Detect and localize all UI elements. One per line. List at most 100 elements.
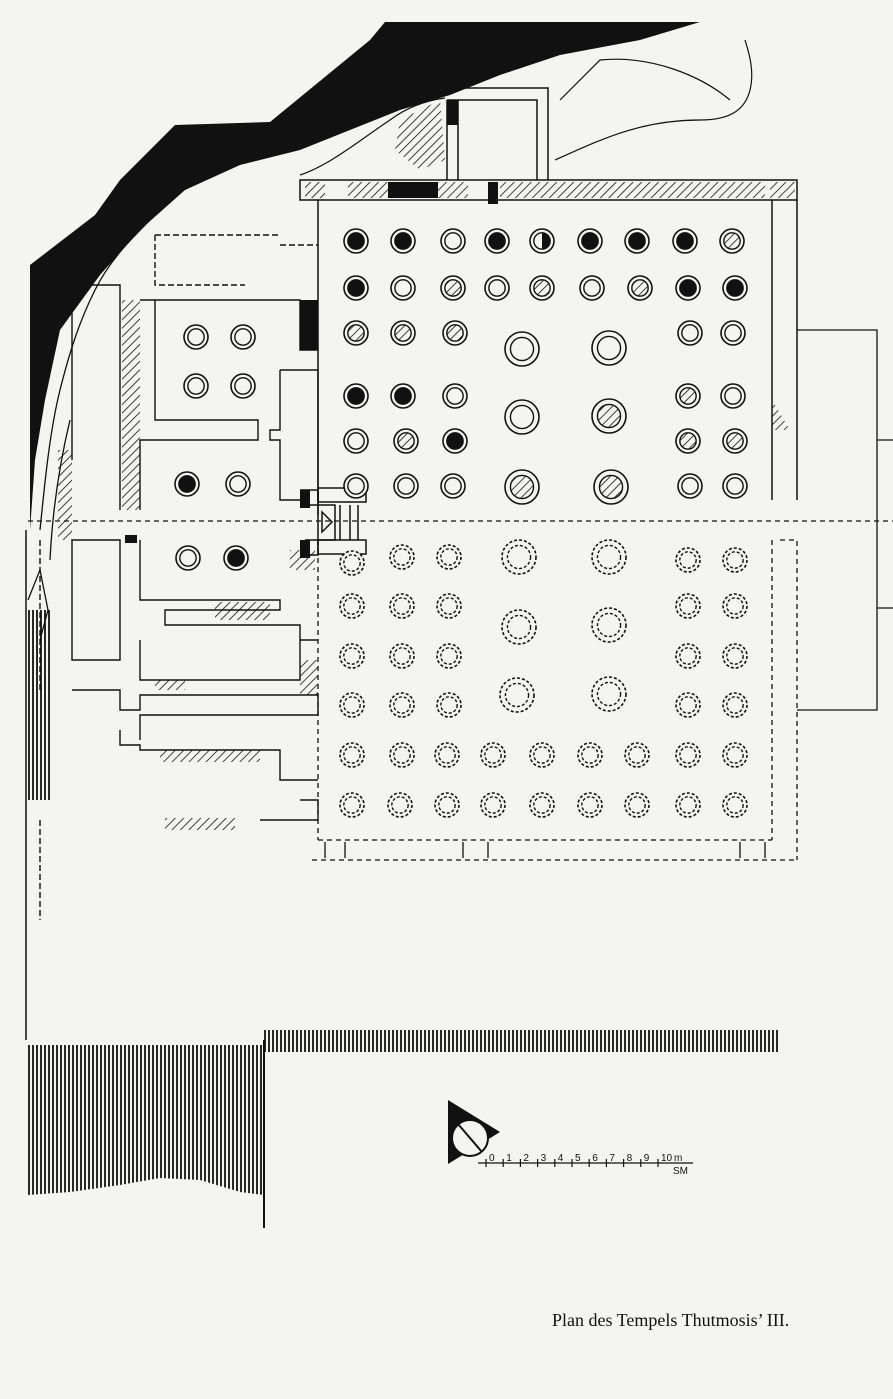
column-dashed <box>387 792 413 818</box>
column-open <box>440 228 466 254</box>
column-hatch <box>440 275 466 301</box>
scale-label: 9 <box>644 1153 650 1164</box>
column-hatch <box>719 228 745 254</box>
column-dashed <box>577 792 603 818</box>
column-dashed <box>722 593 748 619</box>
scale-label: 4 <box>558 1153 564 1164</box>
column-dashed <box>675 547 701 573</box>
scale-sublabel: SM <box>673 1166 688 1177</box>
column-hatch <box>393 428 419 454</box>
column-solid <box>624 228 650 254</box>
column-solid <box>672 228 698 254</box>
column-dashed <box>529 792 555 818</box>
column-hatch <box>504 469 540 505</box>
column-open <box>579 275 605 301</box>
column-open <box>175 545 201 571</box>
west-rooms <box>39 234 319 920</box>
column-open <box>442 383 468 409</box>
column-dashed <box>480 742 506 768</box>
column-hatch <box>442 320 468 346</box>
column-solid <box>223 545 249 571</box>
column-dashed <box>675 643 701 669</box>
column-solid <box>577 228 603 254</box>
column-dashed <box>339 643 365 669</box>
column-dashed <box>389 692 415 718</box>
scale-label: 10 <box>661 1153 673 1164</box>
column-dashed <box>722 643 748 669</box>
column-dashed <box>339 550 365 576</box>
column-dashed <box>436 692 462 718</box>
terrain-hatching-lower <box>28 1045 264 1195</box>
column-dashed <box>434 742 460 768</box>
column-solid <box>722 275 748 301</box>
column-dashed <box>624 792 650 818</box>
column-dashed <box>389 593 415 619</box>
column-dashed <box>389 643 415 669</box>
scale-label: 8 <box>627 1153 633 1164</box>
column-solid <box>174 471 200 497</box>
column-open <box>343 428 369 454</box>
column-open <box>390 275 416 301</box>
column-open <box>720 320 746 346</box>
column-dashed <box>591 676 627 712</box>
scale-label: 2 <box>523 1153 529 1164</box>
column-solid <box>484 228 510 254</box>
column-dashed <box>389 544 415 570</box>
north-arrow <box>448 1100 500 1164</box>
column-hatch <box>675 383 701 409</box>
column-dashed <box>480 792 506 818</box>
column-open <box>343 473 369 499</box>
figure-caption: Plan des Tempels Thutmosis’ III. <box>552 1310 790 1330</box>
scale-unit: m <box>674 1153 682 1164</box>
column-solid <box>343 228 369 254</box>
column-hatch <box>722 428 748 454</box>
column-open <box>183 373 209 399</box>
column-dashed <box>339 792 365 818</box>
column-hatch <box>529 275 555 301</box>
column-open <box>393 473 419 499</box>
column-dashed <box>675 593 701 619</box>
column-hatch <box>593 469 629 505</box>
column-dashed <box>577 742 603 768</box>
rock-cliff <box>30 22 700 530</box>
column-dashed <box>675 692 701 718</box>
column-dashed <box>675 792 701 818</box>
column-open <box>230 324 256 350</box>
column-open <box>183 324 209 350</box>
column-solid <box>442 428 468 454</box>
column-dashed <box>389 742 415 768</box>
column-hatch <box>591 398 627 434</box>
column-dashed <box>722 692 748 718</box>
central-doorway <box>300 487 367 556</box>
column-solid <box>390 228 416 254</box>
column-open <box>230 373 256 399</box>
column-dashed <box>722 792 748 818</box>
column-dashed <box>722 547 748 573</box>
column-dashed <box>591 539 627 575</box>
column-open <box>504 331 540 367</box>
column-open <box>720 383 746 409</box>
column-dashed <box>339 742 365 768</box>
column-open <box>484 275 510 301</box>
column-open <box>225 471 251 497</box>
scale-label: 1 <box>506 1153 512 1164</box>
column-open <box>722 473 748 499</box>
column-hatch <box>675 428 701 454</box>
column-solid <box>343 383 369 409</box>
east-annex <box>797 329 893 711</box>
column-dashed <box>591 607 627 643</box>
columns-layer <box>174 228 748 818</box>
column-dashed <box>501 539 537 575</box>
column-dashed <box>722 742 748 768</box>
column-solid <box>343 275 369 301</box>
column-dashed <box>436 593 462 619</box>
scale-label: 6 <box>592 1153 598 1164</box>
terrain-contours <box>299 39 753 176</box>
column-solid <box>390 383 416 409</box>
scale-label: 7 <box>609 1153 615 1164</box>
column-open <box>440 473 466 499</box>
column-dashed <box>339 692 365 718</box>
column-dashed <box>436 544 462 570</box>
column-dashed <box>499 677 535 713</box>
